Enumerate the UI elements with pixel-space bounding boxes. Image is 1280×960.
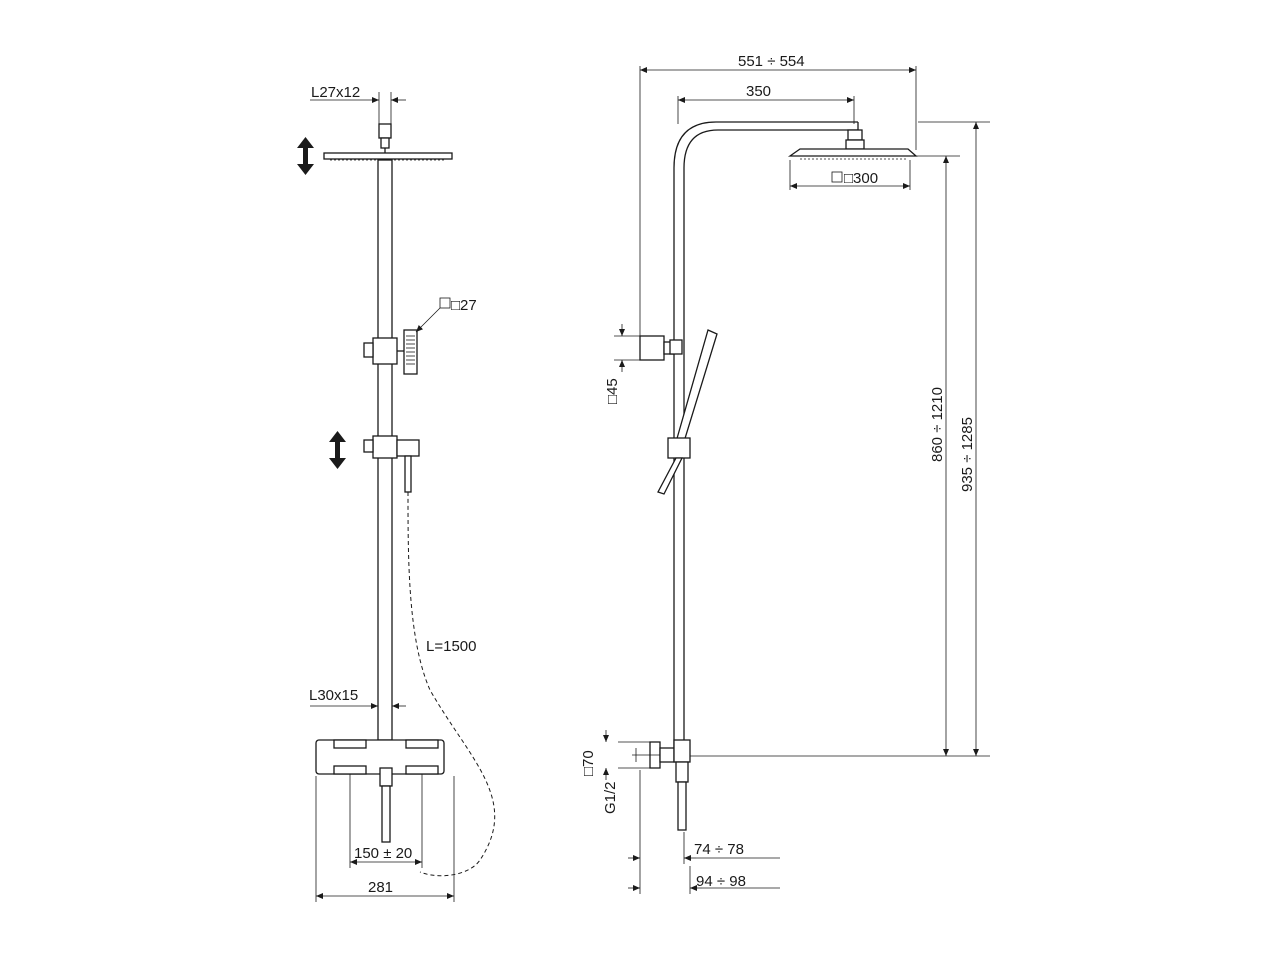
dim-inlet-plate: □70 [580, 750, 597, 776]
dim-offset-far: 94 ÷ 98 [696, 873, 746, 890]
wall-bracket [639, 335, 665, 361]
dim-offset-near: 74 ÷ 78 [694, 841, 744, 858]
dim-inlet-thread: G1/2 [602, 781, 619, 814]
outlet-spout [381, 785, 391, 843]
dim-height-outer: 935 ÷ 1285 [959, 417, 976, 492]
side-outlet [677, 781, 687, 831]
slider [372, 435, 398, 459]
side-slider [667, 437, 691, 459]
double-arrow-icon [329, 431, 346, 469]
dim-height-inner: 860 ÷ 1210 [929, 387, 946, 462]
column-outer [673, 121, 858, 756]
column-inner [683, 129, 858, 756]
dim-hose-length: L=1500 [426, 638, 476, 655]
dim-head-size: □300 [844, 170, 878, 187]
dim-hand-shower: □27 [451, 297, 477, 314]
dim-arm-length: 350 [746, 83, 771, 100]
head-connector [378, 123, 392, 139]
dim-overall-depth: 551 ÷ 554 [738, 53, 805, 70]
front-view: L27x12 □27 L=1500 L30x15 150 ± 20 281 [297, 84, 496, 902]
shower-head [323, 152, 453, 160]
dim-wall-bracket: □45 [604, 378, 621, 404]
hose [407, 491, 496, 877]
side-view: 551 ÷ 554 350 □300 □45 □70 G1/2 [580, 53, 990, 894]
dim-head-connector: L27x12 [311, 84, 360, 101]
side-shower-head [787, 148, 918, 157]
upper-bracket [372, 337, 398, 365]
dim-mixer-width: 281 [368, 879, 393, 896]
dim-mixer-center: 150 ± 20 [354, 845, 412, 862]
dim-mixer-connector: L30x15 [309, 687, 358, 704]
double-arrow-icon [297, 137, 314, 175]
